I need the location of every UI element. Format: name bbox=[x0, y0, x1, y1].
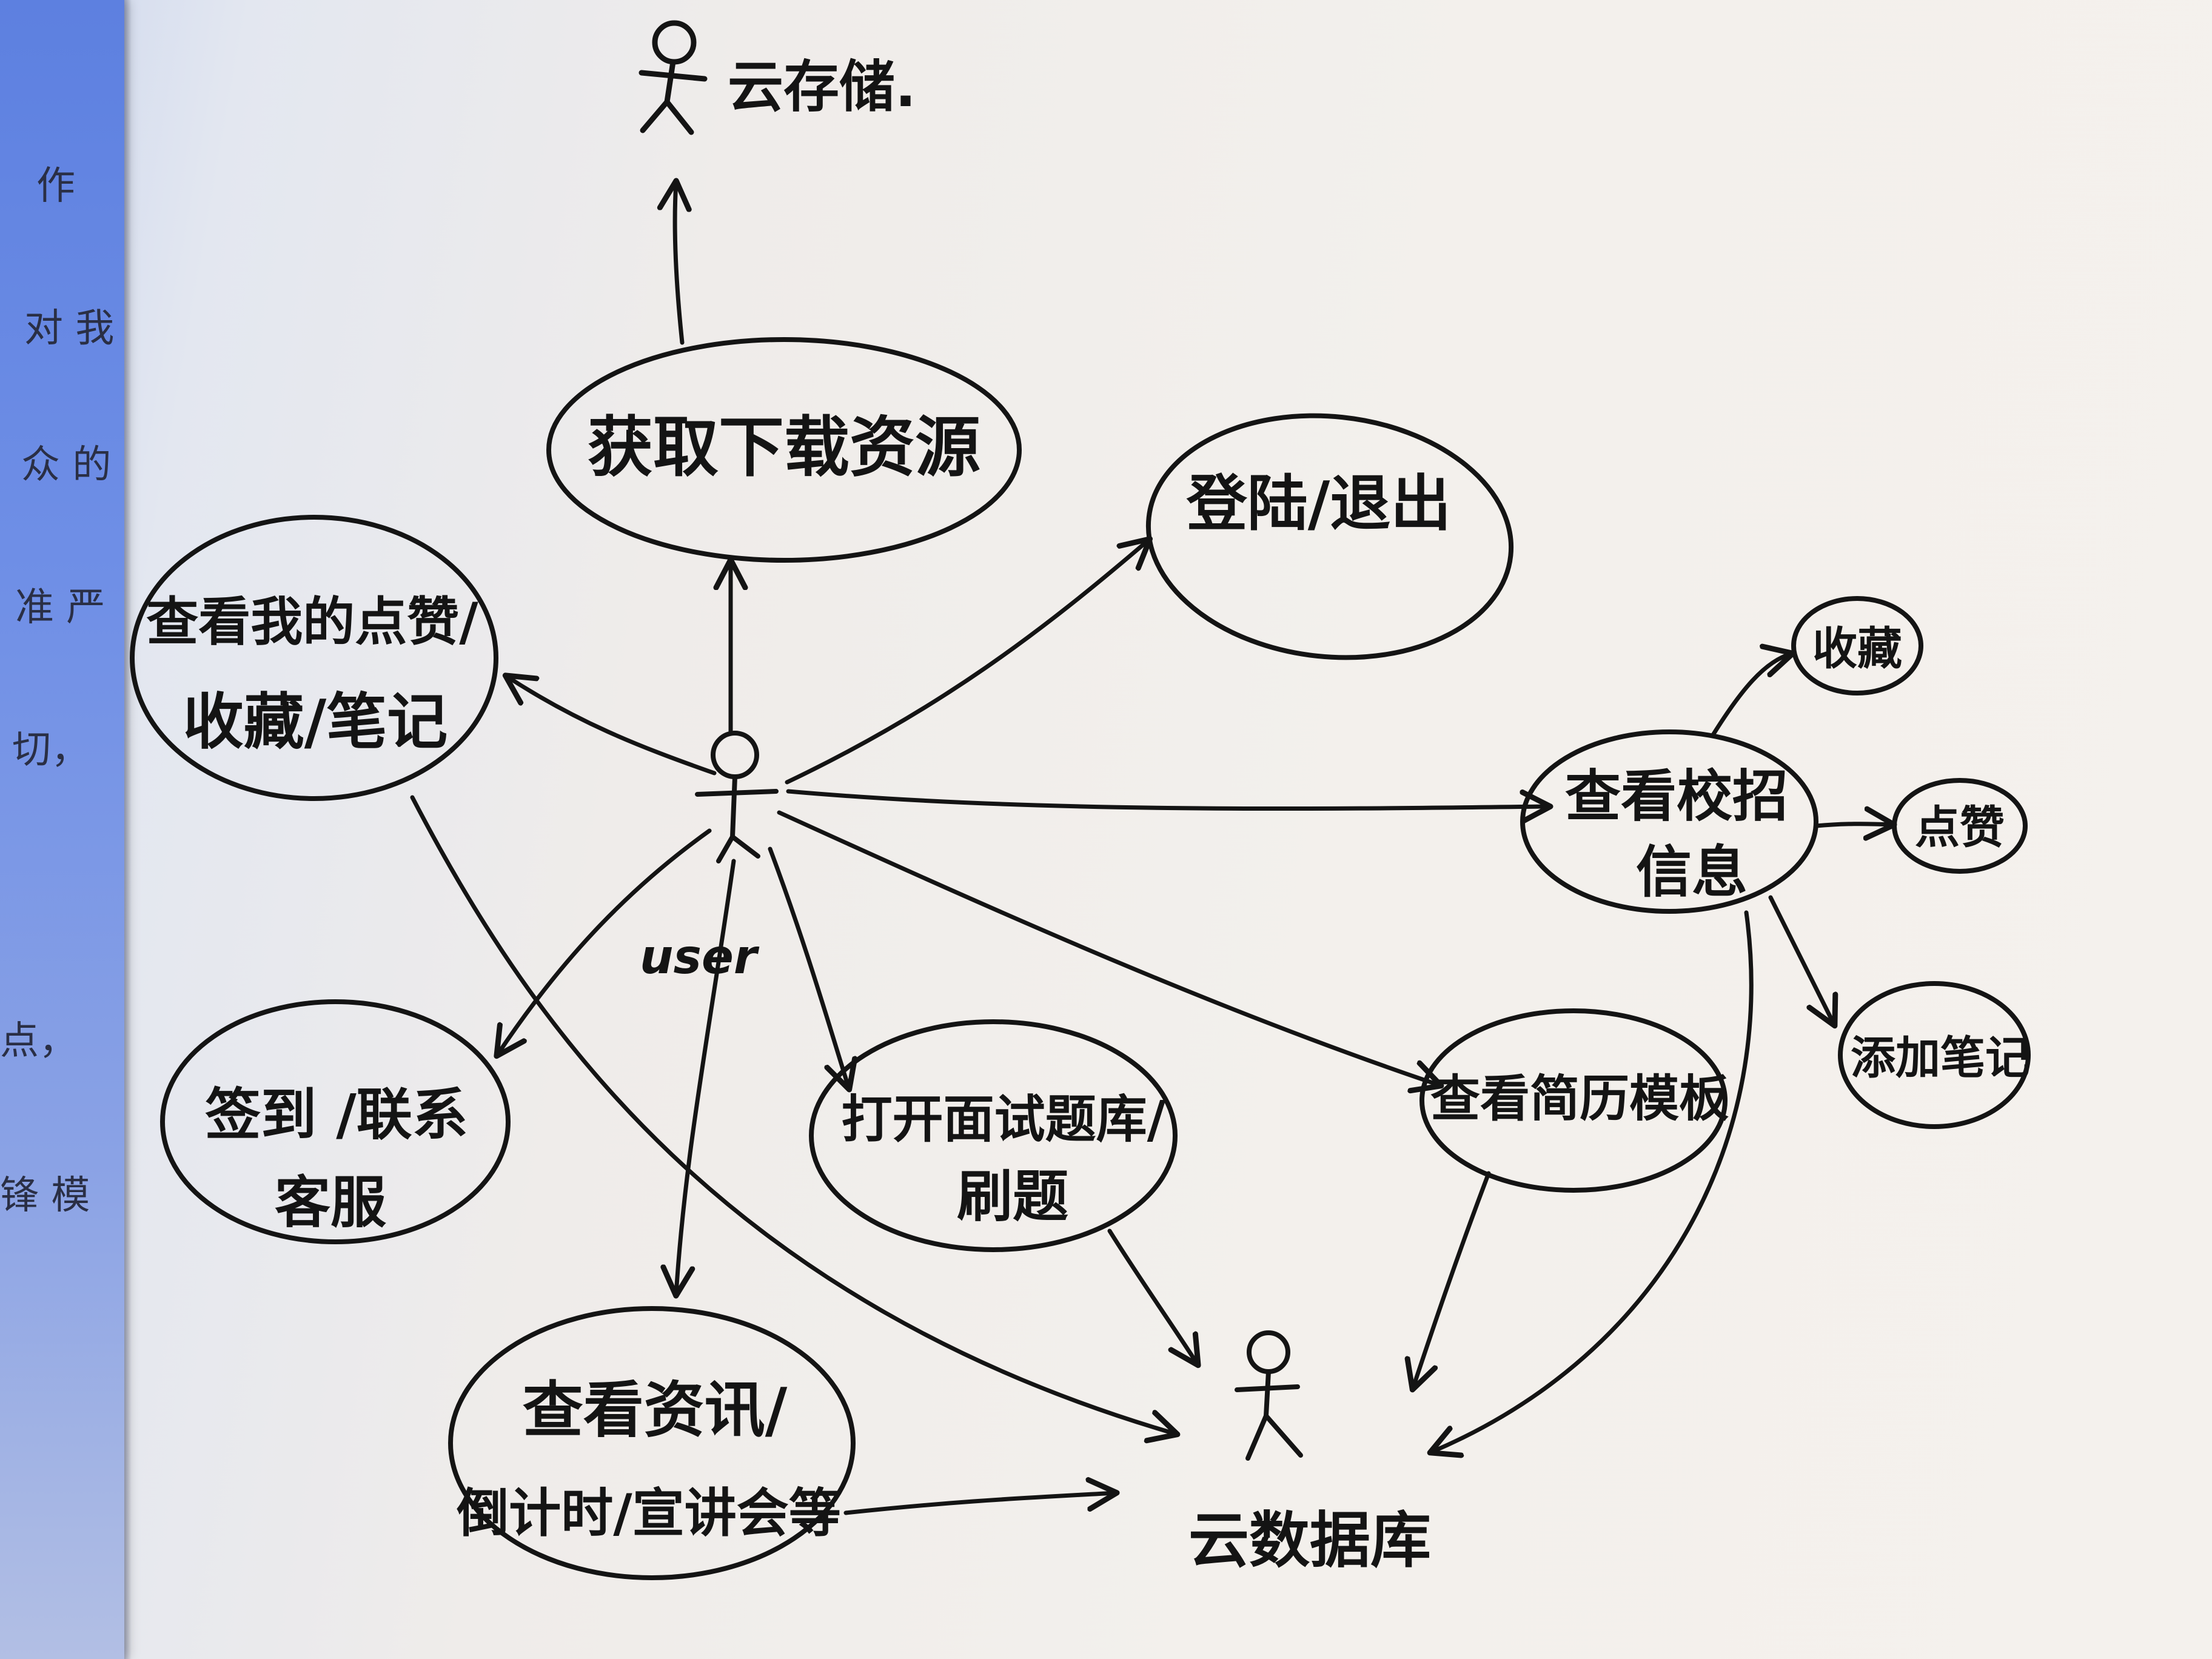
use-case-checkin-support: 签到 /联系 客服 bbox=[160, 999, 511, 1244]
connector-line bbox=[1413, 1171, 1491, 1389]
connector-group bbox=[410, 182, 1893, 1515]
use-case-collect: 收藏 bbox=[1791, 596, 1923, 695]
use-case-label: 获取下载资源 bbox=[588, 410, 980, 486]
paper-edge-shadow bbox=[124, 0, 132, 1659]
sheet-text-line: 对 我 bbox=[24, 306, 115, 351]
actor-cloud-database: 云数据库 bbox=[1188, 1330, 1431, 1576]
ellipse-shape bbox=[1419, 1008, 1728, 1193]
use-case-view-likes: 查看我的点赞/ 收藏/笔记 bbox=[130, 515, 498, 801]
use-case-get-download: 获取下载资源 bbox=[546, 337, 1022, 563]
use-case-label: 查看简历模板 bbox=[1430, 1070, 1729, 1128]
sheet-text-line: 点， bbox=[0, 1019, 78, 1064]
sheet-text-line: 准 严 bbox=[15, 585, 106, 630]
stick-figure-icon bbox=[638, 20, 708, 135]
use-case-label-line2: 客服 bbox=[275, 1170, 386, 1235]
use-case-label-line1: 签到 /联系 bbox=[205, 1082, 468, 1147]
use-case-label-line1: 查看资讯/ bbox=[523, 1375, 788, 1446]
use-case-label-line1: 查看我的点赞/ bbox=[146, 592, 478, 652]
connector-line bbox=[1431, 910, 1754, 1452]
ellipse-shape bbox=[1838, 981, 2031, 1129]
connector-line bbox=[843, 1493, 1116, 1515]
use-case-label-line2: 收藏/笔记 bbox=[183, 686, 448, 757]
sheet-text-line: 锋 模 bbox=[0, 1173, 90, 1218]
use-case-interview-bank: 打开面试题库/ 刷题 bbox=[809, 1019, 1178, 1252]
ellipse-shape bbox=[130, 515, 498, 801]
connector-line bbox=[768, 846, 849, 1088]
connector-line bbox=[1711, 654, 1792, 737]
connector-line bbox=[786, 789, 1549, 809]
actor-cloud-storage: 云存储. bbox=[638, 20, 916, 135]
actor-label-user: user bbox=[640, 930, 760, 985]
connector-line bbox=[497, 828, 712, 1055]
sheet-text-line: 切， bbox=[12, 728, 90, 773]
use-case-view-news: 查看资讯/ 倒计时/宣讲会等 bbox=[448, 1306, 856, 1580]
use-case-label-line1: 打开面试题库/ bbox=[842, 1090, 1166, 1149]
use-case-view-campus-recruitment: 查看校招 信息 bbox=[1520, 729, 1818, 914]
connector-line bbox=[785, 540, 1149, 785]
use-case-label: 收藏 bbox=[1812, 623, 1902, 675]
actor-label-cloud-database: 云数据库 bbox=[1188, 1505, 1431, 1576]
stick-figure-icon bbox=[1235, 1330, 1303, 1461]
ellipse-shape bbox=[1145, 413, 1514, 660]
ellipse-shape bbox=[809, 1019, 1178, 1252]
connector-line bbox=[676, 859, 736, 1295]
use-case-login-logout: 登陆/退出 bbox=[1145, 413, 1514, 660]
use-case-resume-templates: 查看简历模板 bbox=[1419, 1008, 1729, 1193]
actor-label-cloud-storage: 云存储. bbox=[728, 55, 916, 119]
connector-line bbox=[675, 182, 682, 345]
connector-line bbox=[410, 795, 1176, 1434]
connector-line bbox=[506, 676, 717, 776]
underlying-printed-sheet: 作 对 我 众 的 准 严 切， 点， 锋 模 bbox=[0, 0, 124, 1659]
use-case-label: 添加笔记 bbox=[1851, 1032, 2030, 1084]
sheet-text-line: 作 bbox=[36, 164, 75, 209]
use-case-label-line2: 信息 bbox=[1636, 840, 1748, 905]
use-case-label-line2: 刷题 bbox=[957, 1164, 1068, 1229]
stick-figure-icon bbox=[695, 731, 779, 863]
connector-line bbox=[777, 810, 1440, 1085]
use-case-label-line1: 查看校招 bbox=[1565, 764, 1788, 829]
ellipse-shape bbox=[448, 1306, 856, 1580]
use-case-label: 点赞 bbox=[1915, 802, 2005, 854]
actor-user: user bbox=[640, 731, 779, 985]
sheet-text-line: 众 的 bbox=[21, 443, 112, 488]
connector-line bbox=[1107, 1228, 1198, 1364]
ellipse-shape bbox=[546, 337, 1022, 563]
use-case-label: 登陆/退出 bbox=[1186, 468, 1452, 539]
use-case-label-line2: 倒计时/宣讲会等 bbox=[456, 1483, 840, 1544]
use-case-like: 点赞 bbox=[1892, 778, 2028, 874]
ellipse-shape bbox=[160, 999, 511, 1244]
use-case-add-note: 添加笔记 bbox=[1838, 981, 2031, 1129]
connector-line bbox=[1814, 824, 1893, 826]
connector-line bbox=[1768, 895, 1834, 1025]
